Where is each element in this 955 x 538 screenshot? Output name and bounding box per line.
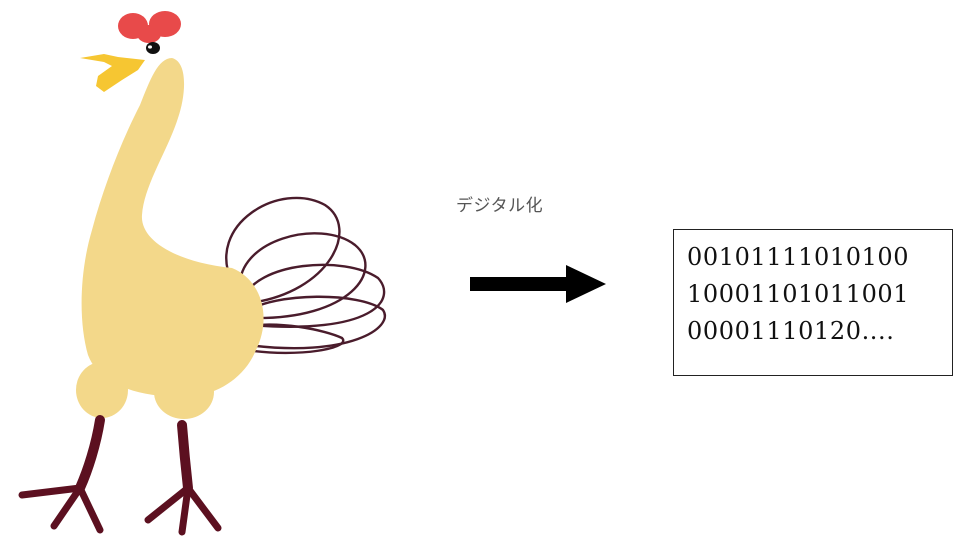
binary-line-2: 10001101011001 bbox=[687, 280, 910, 308]
chicken-tail-feathers bbox=[225, 196, 386, 355]
binary-data-box: 00101111010100 10001101011001 0000111012… bbox=[673, 229, 953, 376]
chicken-eye bbox=[146, 42, 160, 54]
right-arrow-icon bbox=[470, 265, 606, 303]
chicken-comb bbox=[118, 11, 181, 43]
chicken-legs bbox=[18, 415, 222, 536]
binary-line-1: 00101111010100 bbox=[687, 243, 910, 271]
chicken-body bbox=[76, 58, 264, 419]
binary-line-3: 00001110120.... bbox=[687, 317, 895, 345]
chicken-beak bbox=[80, 54, 145, 92]
arrow-label: デジタル化 bbox=[456, 196, 544, 216]
chicken-illustration bbox=[18, 11, 386, 536]
